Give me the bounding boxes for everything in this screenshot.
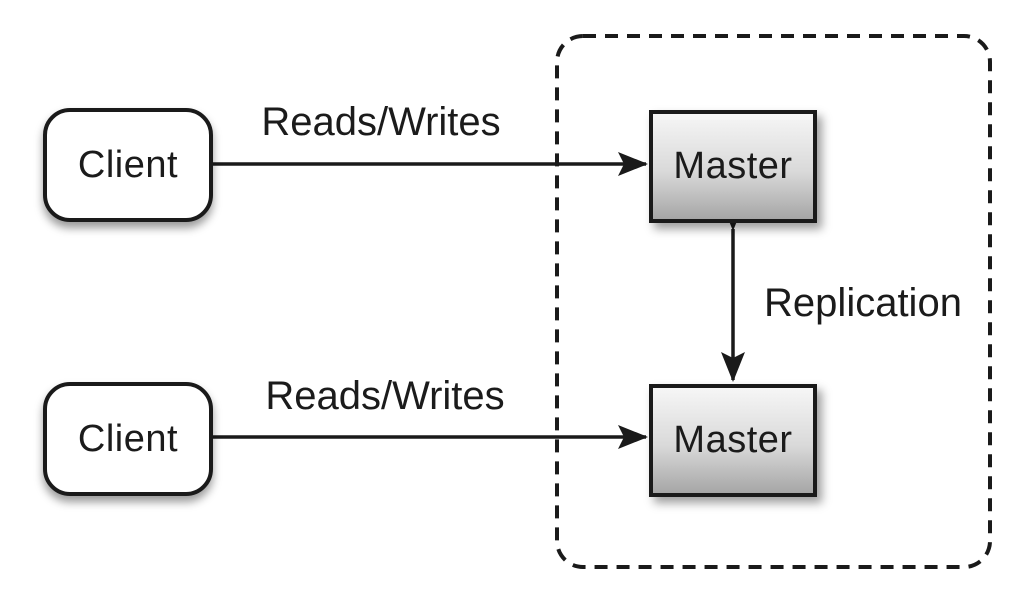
node-client-bottom-label: Client [77, 417, 179, 460]
edge-label-reads-writes-bottom: Reads/Writes [265, 374, 505, 418]
edge-label-reads-writes-top: Reads/Writes [261, 100, 501, 144]
node-master-bottom: Master [649, 384, 817, 497]
node-master-top: Master [649, 110, 817, 223]
edge-label-replication: Replication [764, 281, 962, 325]
replication-zone-border [555, 34, 992, 569]
node-client-bottom: Client [43, 382, 213, 496]
node-master-bottom-label: Master [673, 419, 793, 461]
node-master-top-label: Master [673, 145, 793, 187]
node-client-top: Client [43, 108, 213, 222]
node-client-top-label: Client [77, 143, 179, 186]
